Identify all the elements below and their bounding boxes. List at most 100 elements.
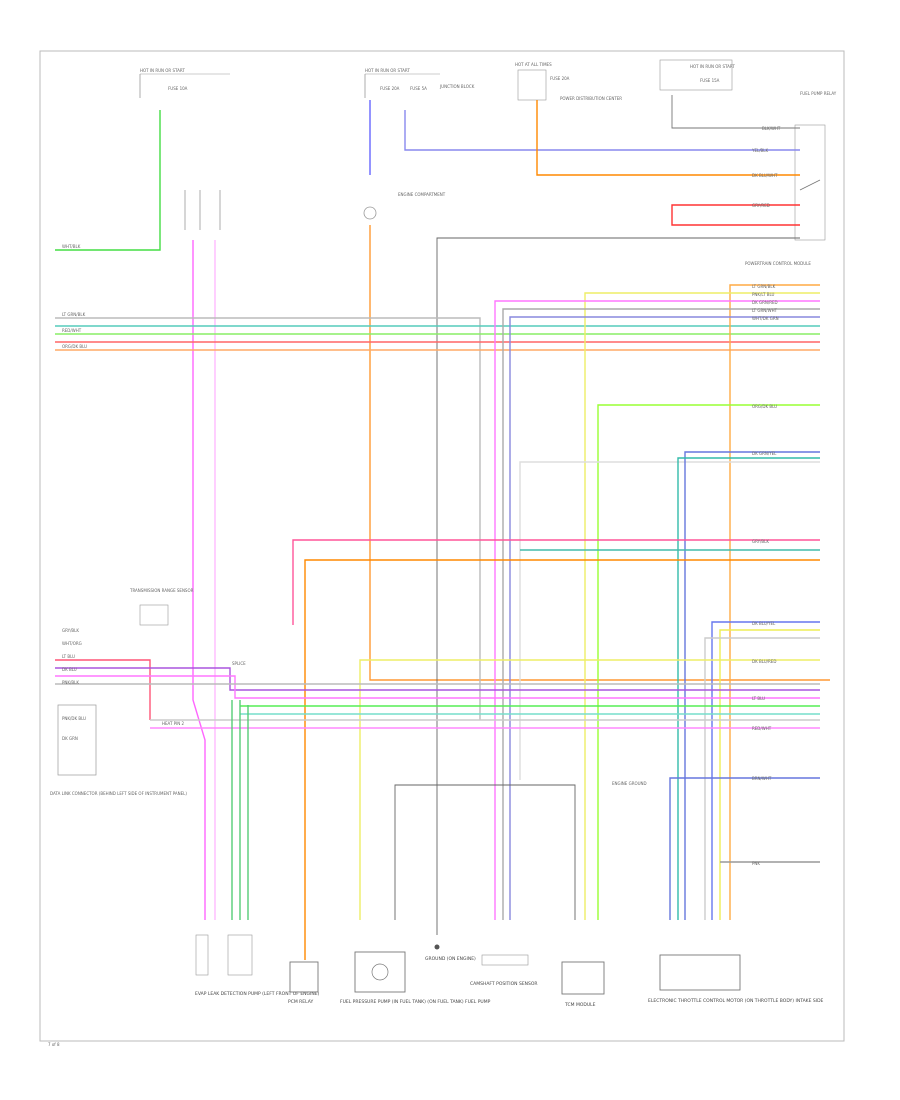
engine-ground-label: ENGINE GROUND [612, 781, 647, 786]
page-number: 7 of 8 [48, 1042, 60, 1047]
wire-label-r12: DK BLU/YEL [752, 621, 776, 626]
wire-label-r17: RED/WHT [752, 726, 772, 731]
wire-teal-pcm [677, 457, 820, 920]
component-label-6: TCM MODULE [564, 1002, 596, 1008]
component-label-1: EVAP LEAK DETECTION PUMP (LEFT FRONT OF … [195, 991, 320, 997]
wire-gray-long [436, 237, 800, 935]
left-pin-label: HEAT PIN 2 [162, 721, 185, 726]
fuse-right: FUSE 20A [550, 76, 570, 81]
wire-lgray-lower [704, 637, 820, 920]
wire-lime [597, 404, 820, 920]
header-top-right: HOT IN RUN OR START FUSE 15A FUEL PUMP R… [659, 59, 837, 241]
wire-orange-right [729, 284, 820, 920]
wire-label-r0: BLK/WHT [762, 126, 781, 131]
component-label-3: FUEL PRESSURE PUMP (IN FUEL TANK) (ON FU… [340, 999, 491, 1005]
junction-block-mid: JUNCTION BLOCK [439, 84, 475, 89]
wire-label-r8: WHT/DK GRN [752, 316, 779, 321]
wire-label-r16: PNK [752, 861, 760, 866]
wire-label-l7: DK BLU [62, 667, 77, 672]
wire-label-r7: LT GRN/WHT [752, 308, 778, 313]
component-fuel-pump [354, 951, 406, 993]
trans-range-label: TRANSMISSION RANGE SENSOR [129, 588, 194, 593]
wire-label-r2: DK BLU/WHT [752, 173, 778, 178]
hot-label-mid: HOT IN RUN OR START [365, 68, 410, 73]
wire-label-r13: DK BLU/RED [752, 659, 776, 664]
fuse-left: FUSE 10A [168, 86, 188, 91]
wire-blue-pcm [684, 451, 820, 920]
wire-label-r6: DK GRN/RED [752, 300, 778, 305]
wire-red-relay [671, 204, 800, 226]
wire-label-l0: WHT/BLK [62, 244, 81, 249]
wire-label-l10: DK GRN [62, 736, 78, 741]
wire-green-left [55, 110, 161, 251]
hot-label-left: HOT IN RUN OR START [140, 68, 185, 73]
right-pin-labels: BLK/WHT YEL/BLK DK BLU/WHT GRY/RED LT GR… [751, 126, 781, 866]
bus-lower-red [55, 659, 151, 720]
wire-mid-orange [369, 225, 830, 681]
component-cam-sensor [481, 954, 529, 966]
wire-label-r10: DK GRN/YEL [752, 451, 777, 456]
wire-yellow-lower [719, 629, 820, 920]
wire-gray-thin [519, 461, 820, 780]
component-evap-pump [195, 934, 209, 976]
header-mid: HOT IN RUN OR START FUSE 20A FUSE 5A JUN… [364, 68, 475, 98]
wire-label-l1: LT GRN/BLK [62, 312, 86, 317]
left-pin-labels: WHT/BLK LT GRN/BLK RED/WHT ORG/DK BLU GR… [62, 244, 87, 741]
fuse-top-right: FUSE 15A [700, 78, 720, 83]
bus-lower-purple [55, 667, 820, 691]
component-ground [434, 944, 440, 950]
wire-label-l6: LT BLU [62, 654, 75, 659]
hot-at-all-times: HOT AT ALL TIMES [515, 62, 552, 67]
data-link-label: DATA LINK CONNECTOR (BEHIND LEFT SIDE OF… [50, 791, 187, 796]
bottom-components: EVAP LEAK DETECTION PUMP (LEFT FRONT OF … [195, 934, 824, 1008]
bus-gray [55, 317, 481, 720]
wires [55, 95, 830, 960]
fuel-pump-relay: FUEL PUMP RELAY [800, 91, 837, 96]
wire-label-r4: LT GRN/BLK [752, 284, 776, 289]
header-right: HOT AT ALL TIMES FUSE 20A POWER DISTRIBU… [515, 62, 622, 101]
wire-label-l9: PNK/DK BLU [62, 716, 86, 721]
wire-orange-top [536, 100, 800, 176]
wire-label-r14: LT BLU [752, 696, 765, 701]
component-pcm-relay [289, 961, 319, 993]
diagram-border [39, 50, 845, 1042]
wire-mid-blue-h [404, 110, 800, 151]
component-label-5: CAMSHAFT POSITION SENSOR [470, 981, 538, 987]
pdc-label: POWER DISTRIBUTION CENTER [560, 96, 622, 101]
wire-pink-mid [292, 539, 820, 625]
wire-blue-lower [711, 621, 820, 920]
wire-yellow-long [359, 659, 820, 920]
wire-label-l2: RED/WHT [62, 328, 82, 333]
wire-blue-bottom [669, 777, 820, 920]
wire-pink-right [494, 300, 820, 920]
component-label-4: GROUND (ON ENGINE) [425, 956, 476, 962]
component-label-2: PCM RELAY [288, 999, 313, 1005]
wire-label-r1: YEL/BLK [751, 148, 769, 153]
engine-comp-label: ENGINE COMPARTMENT [398, 192, 446, 197]
wire-yellow-right [584, 292, 820, 920]
wire-label-r9: ORG/DK BLU [752, 404, 777, 409]
wire-dark-bottom [394, 784, 576, 920]
component-label-7: ELECTRONIC THROTTLE CONTROL MOTOR (ON TH… [648, 998, 824, 1004]
splice-label: SPLICE [232, 661, 246, 666]
wire-orange-mid [304, 559, 820, 960]
fuse-mid2: FUSE 5A [410, 86, 427, 91]
wire-label-r3: GRY/RED [752, 203, 770, 208]
component-tcm [561, 961, 605, 995]
wire-label-l3: ORG/DK BLU [62, 344, 87, 349]
wire-label-r5: PNK/LT BLU [752, 292, 775, 297]
bus-lower-pink [55, 675, 820, 699]
wire-label-l5: WHT/ORG [62, 641, 82, 646]
wire-label-l4: GRY/BLK [62, 628, 79, 633]
wire-label-l8: PNK/BLK [62, 680, 79, 685]
dlc-connector [57, 704, 97, 776]
component-throttle [659, 954, 741, 991]
hot-top-right: HOT IN RUN OR START [690, 64, 735, 69]
wire-blue-right [509, 316, 820, 920]
wire-label-r15: BRN/WHT [752, 776, 772, 781]
header-left: HOT IN RUN OR START FUSE 10A [139, 68, 230, 98]
wire-gray-right [502, 308, 820, 920]
wire-label-r11: GRY/BLK [752, 539, 769, 544]
fuse-mid: FUSE 20A [380, 86, 400, 91]
